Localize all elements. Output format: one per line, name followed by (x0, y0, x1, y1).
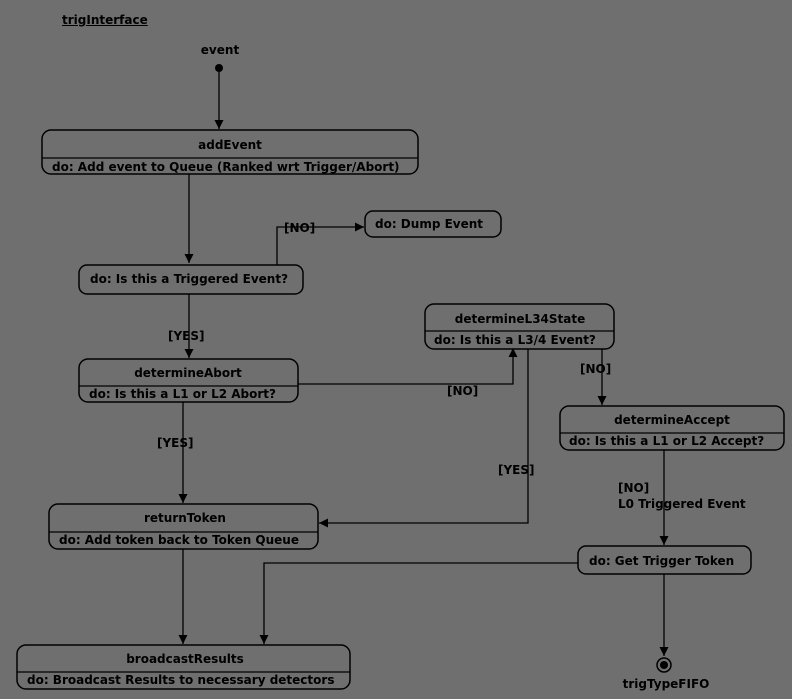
diagram-title: trigInterface (62, 13, 148, 27)
state-returnToken: returnToken do: Add token back to Token … (48, 503, 319, 550)
guard-yes-abort: [YES] (157, 436, 194, 450)
guard-yes-triggered: [YES] (168, 329, 205, 343)
final-label: trigTypeFIFO (623, 677, 710, 691)
state-action: do: Get Trigger Token (589, 554, 734, 568)
guard-no-abort: [NO] (447, 384, 478, 398)
state-triggered-check: do: Is this a Triggered Event? (78, 264, 304, 295)
state-action: do: Add token back to Token Queue (59, 533, 299, 547)
edge-triggered-to-dump (276, 222, 364, 265)
initial-label: event (201, 43, 240, 57)
state-determineAccept: determineAccept do: Is this a L1 or L2 A… (559, 405, 785, 451)
state-broadcastResults: broadcastResults do: Broadcast Results t… (16, 644, 351, 690)
state-action: do: Dump Event (375, 217, 483, 231)
state-action: do: Is this a L1 or L2 Accept? (569, 434, 764, 448)
state-determineAbort: determineAbort do: Is this a L1 or L2 Ab… (78, 358, 299, 403)
guard-no-l34: [NO] (580, 362, 611, 376)
guard-no-accept: [NO] (618, 481, 649, 495)
state-name: returnToken (144, 511, 226, 525)
state-name: determineAbort (134, 366, 242, 380)
state-determineL34State: determineL34State do: Is this a L3/4 Eve… (424, 303, 615, 350)
state-action: do: Broadcast Results to necessary detec… (27, 673, 334, 687)
state-name: broadcastResults (126, 652, 244, 666)
state-name: determineAccept (614, 413, 730, 427)
state-action: do: Is this a Triggered Event? (90, 272, 288, 286)
guard-no-accept-note: L0 Triggered Event (618, 497, 746, 511)
state-get-trigger-token: do: Get Trigger Token (577, 545, 752, 575)
state-action: do: Is this a L1 or L2 Abort? (89, 387, 276, 401)
state-addEvent: addEvent do: Add event to Queue (Ranked … (41, 129, 419, 175)
state-action: do: Is this a L3/4 Event? (434, 333, 596, 347)
state-name: addEvent (198, 138, 262, 152)
state-action: do: Add event to Queue (Ranked wrt Trigg… (52, 160, 400, 174)
initial-node (215, 64, 223, 72)
edge-token-to-broadcast (259, 562, 578, 644)
edge-abort-to-l34 (298, 348, 518, 385)
guard-yes-l34: [YES] (498, 463, 535, 477)
state-dump-event: do: Dump Event (364, 210, 502, 238)
transitions (178, 72, 669, 656)
state-name: determineL34State (455, 312, 586, 326)
final-node (656, 657, 672, 673)
edge-l34-to-return (319, 349, 529, 528)
guard-no-dump: [NO] (284, 221, 315, 235)
